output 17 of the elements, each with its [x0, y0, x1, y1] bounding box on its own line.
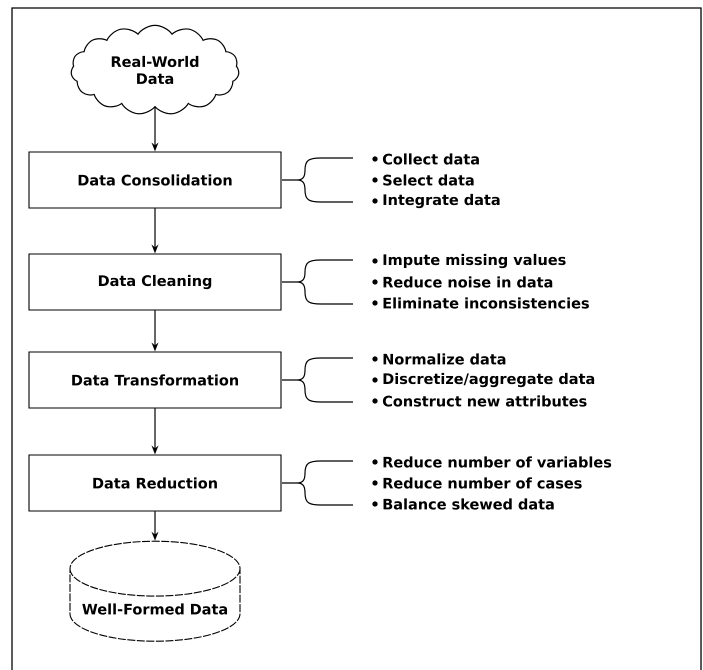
bullet-item: Reduce number of variables	[384, 456, 612, 468]
database-cylinder: Well-Formed Data	[69, 540, 241, 642]
process-box: Data Transformation	[28, 351, 282, 409]
process-box: Data Cleaning	[28, 253, 282, 311]
bullet-item: Integrate data	[384, 194, 500, 208]
bullet-item: Construct new attributes	[382, 395, 587, 407]
bullet-item: Discretize/aggregate data	[384, 372, 594, 388]
bullet-item: Reduce number of cases	[384, 477, 582, 489]
bullet-item: Eliminate inconsistencies	[384, 297, 589, 309]
process-box: Data Consolidation	[28, 151, 282, 209]
bullet-item: Collect data	[382, 153, 479, 165]
bullet-item: Reduce noise in data	[384, 276, 552, 288]
bullet-item: Normalize data	[384, 353, 506, 365]
bullet-item: Balance skewed data	[384, 498, 554, 510]
bullet-item: Select data	[383, 174, 474, 186]
bullet-item: Impute missing values	[384, 254, 566, 268]
process-box: Data Reduction	[28, 454, 282, 512]
